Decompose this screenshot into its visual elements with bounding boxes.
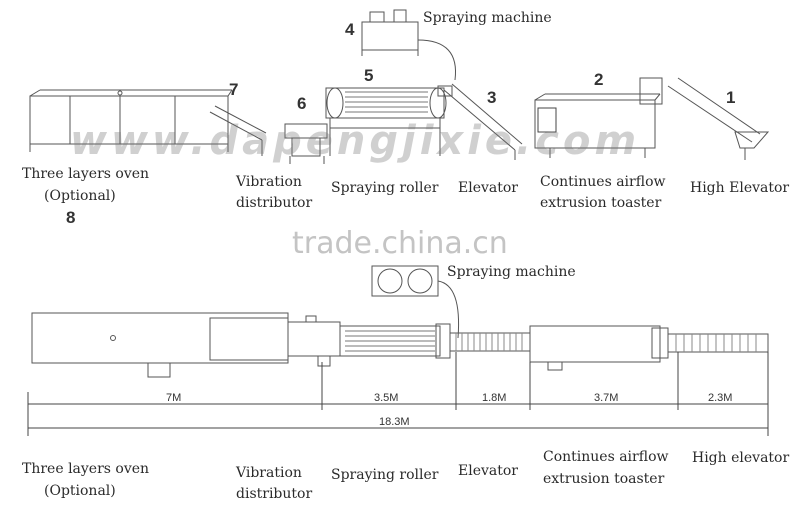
top-toaster-drawing [534, 77, 663, 158]
number-1: 1 [726, 88, 736, 107]
number-3: 3 [487, 88, 497, 107]
dimension-oven: 7M [166, 392, 182, 404]
dimension-elevator: 1.8M [482, 392, 507, 404]
top-vibration-drawing [284, 123, 328, 164]
bottom-spraying-machine-drawing [371, 265, 460, 339]
number-5: 5 [364, 66, 374, 85]
number-4: 4 [345, 20, 355, 39]
bottom-roller-label: Spraying roller [331, 467, 439, 483]
top-elevator-label: Elevator [458, 180, 518, 196]
top-high-elevator-label: High Elevator [690, 180, 790, 196]
top-spraying-machine-label: Spraying machine [423, 10, 552, 26]
dimension-roller: 3.5M [374, 392, 399, 404]
dimension-high-elevator: 2.3M [708, 392, 733, 404]
bottom-elevator-drawing [449, 332, 531, 352]
number-2: 2 [594, 70, 604, 89]
bottom-high-elevator-drawing [667, 333, 769, 353]
bottom-toaster-label-2: extrusion toaster [543, 471, 665, 487]
top-vibration-label-1: Vibration [236, 174, 302, 190]
number-8: 8 [66, 208, 76, 227]
top-vibration-label-2: distributor [236, 195, 313, 211]
top-toaster-label-2: extrusion toaster [540, 195, 662, 211]
bottom-roller-drawing [339, 323, 451, 359]
bottom-spraying-machine-label: Spraying machine [447, 264, 576, 280]
top-conveyor-drawing [209, 105, 267, 156]
number-7: 7 [229, 80, 239, 99]
bottom-toaster-drawing [529, 325, 669, 371]
top-elevator-drawing [437, 83, 523, 160]
bottom-high-elevator-label: High elevator [692, 450, 790, 466]
number-6: 6 [297, 94, 307, 113]
top-oven-label-2: (Optional) [44, 188, 116, 204]
bottom-vibration-label-2: distributor [236, 486, 313, 502]
bottom-vibration-drawing [287, 315, 341, 367]
bottom-oven-label-1: Three layers oven [22, 461, 150, 477]
bottom-toaster-label-1: Continues airflow [543, 449, 669, 465]
top-spraying-machine-drawing [361, 9, 457, 81]
top-oven-label-1: Three layers oven [22, 166, 150, 182]
top-roller-label: Spraying roller [331, 180, 439, 196]
bottom-elevator-label: Elevator [458, 463, 518, 479]
dimension-lines [27, 352, 769, 436]
bottom-vibration-label-1: Vibration [236, 465, 302, 481]
top-oven-drawing [29, 89, 233, 152]
dimension-total: 18.3M [379, 416, 410, 428]
top-toaster-label-1: Continues airflow [540, 174, 666, 190]
site-watermark: www.dapengjixie.com [70, 118, 641, 164]
bottom-oven-label-2: (Optional) [44, 483, 116, 499]
bottom-oven-drawing [31, 312, 289, 378]
trade-watermark: trade.china.cn [292, 226, 508, 261]
dimension-toaster: 3.7M [594, 392, 619, 404]
top-high-elevator-drawing [667, 77, 770, 160]
